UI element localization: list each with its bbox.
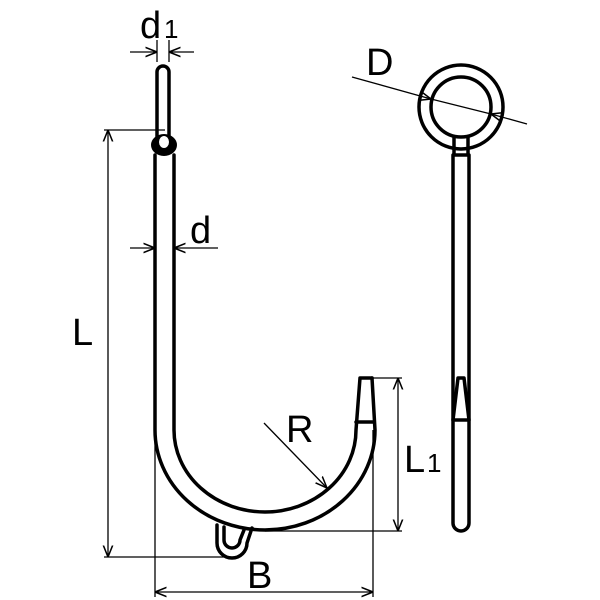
dimension-d: d [130,210,218,252]
side-tip [451,376,471,422]
dimension-B: B [154,430,374,597]
side-shaft [451,153,471,533]
label-D: D [366,42,393,84]
weld-hole [159,136,169,148]
label-L1: L [404,439,425,481]
label-R: R [286,409,313,451]
dimension-L1: L 1 [265,377,441,532]
dimension-d1: d 1 [130,5,194,62]
label-L: L [72,312,93,354]
hook-front-view [151,64,377,560]
bottom-loop-inner [222,525,246,550]
collar [452,135,470,157]
label-B: B [247,555,272,597]
ring-outer [417,63,505,151]
top-eye [155,64,171,142]
hook-inner-edge [172,153,374,514]
dimension-R: R [263,409,327,488]
label-L1-sub: 1 [427,448,441,478]
label-d1: d [140,5,161,47]
label-d1-sub: 1 [164,14,178,44]
bottom-loop [215,523,254,560]
ring-inner [429,75,493,139]
dimension-L: L [72,129,225,558]
hook-outer-edge [153,153,377,532]
hook-side-view: D [351,42,528,533]
label-d: d [190,210,211,252]
